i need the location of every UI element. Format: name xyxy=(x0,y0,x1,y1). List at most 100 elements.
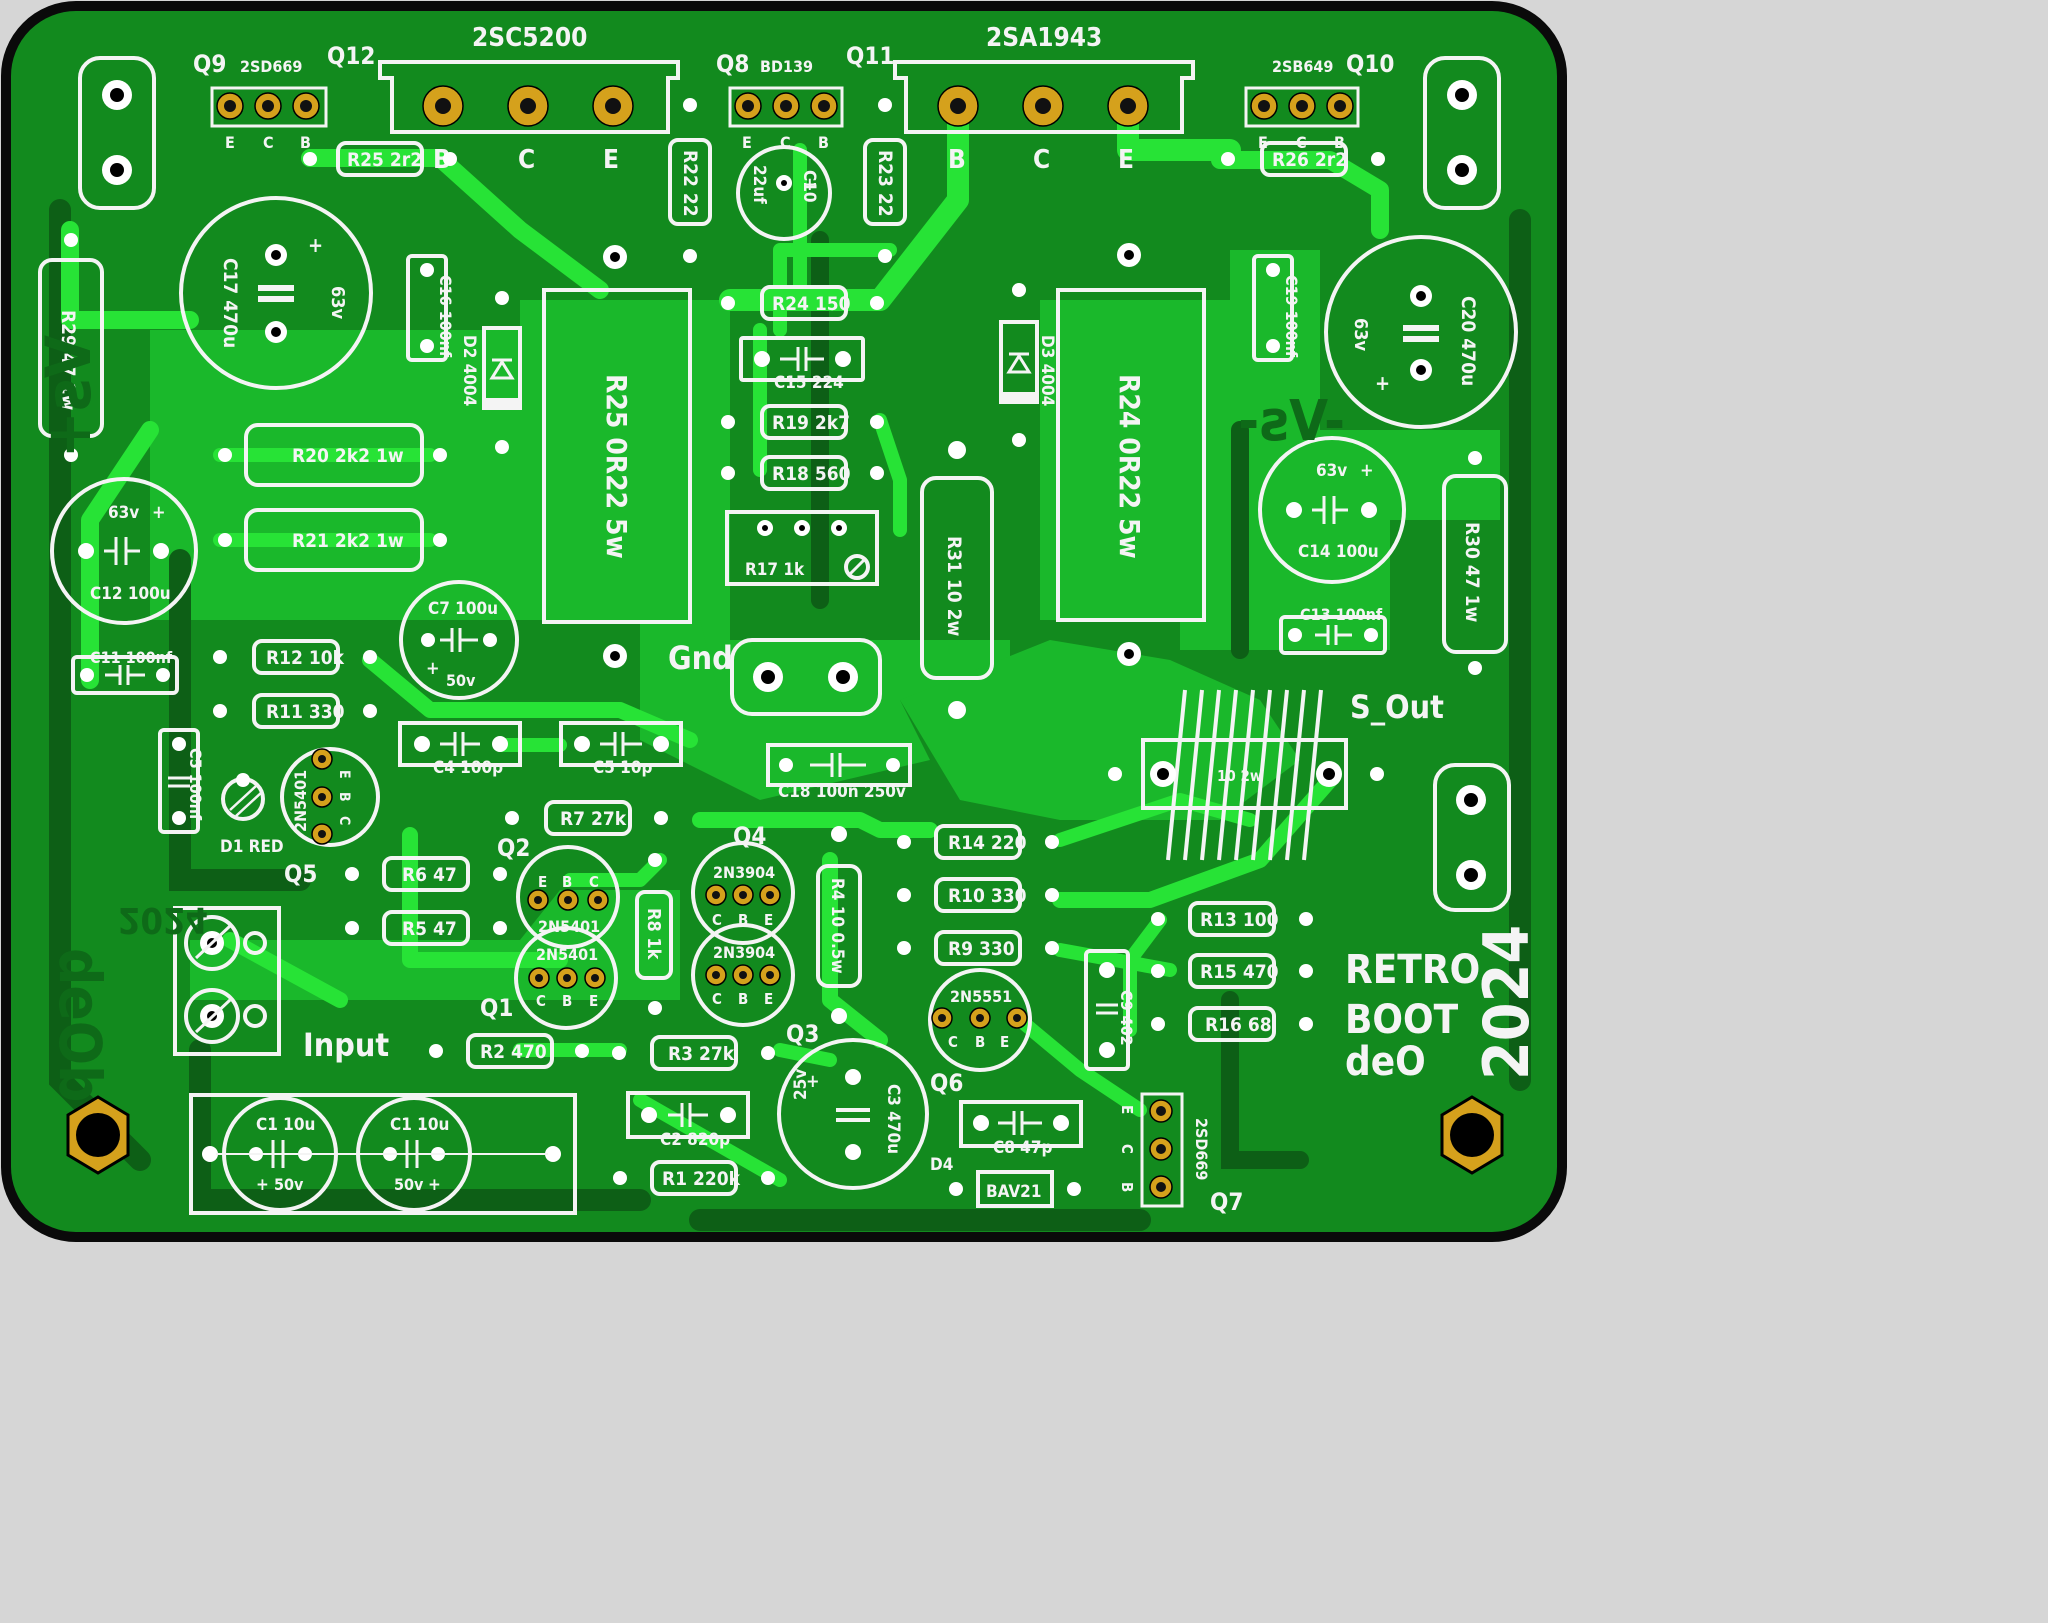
q9-pin-b: B xyxy=(300,133,311,152)
q1-pin-b: B xyxy=(562,992,572,1010)
c14-plus: + xyxy=(1360,460,1374,481)
c20-label: C20 470u xyxy=(1457,296,1479,386)
r11-label: R11 330 xyxy=(266,701,345,723)
power-terminals xyxy=(78,56,1511,912)
r3-label: R3 27k xyxy=(668,1043,735,1065)
c19-capacitor: C19 100nf xyxy=(1252,254,1301,362)
q9-ref: Q9 xyxy=(193,50,226,78)
r12-label: R12 10k xyxy=(266,647,345,669)
q6-ref: Q6 xyxy=(930,1069,963,1097)
r10-resistor: R10 330 xyxy=(897,877,1059,913)
c12-label: C12 100u xyxy=(90,584,171,604)
c8-label: C8 47p xyxy=(993,1138,1052,1158)
c1b-label: C1 10u xyxy=(390,1115,449,1135)
r7-resistor: R7 27k xyxy=(505,800,668,836)
q5-ref: Q5 xyxy=(284,860,317,888)
c11-capacitor: C11 100nf xyxy=(71,648,179,695)
c3-voltage: 25v xyxy=(791,1069,811,1100)
input-terminal: Input xyxy=(173,906,389,1064)
r2-resistor: R2 470 xyxy=(429,1033,589,1069)
q12-pin-e: E xyxy=(603,145,619,175)
q8-part: BD139 xyxy=(760,57,813,76)
q7-transistor: E C B 2SD669 Q7 xyxy=(1118,1092,1243,1216)
r6-label: R6 47 xyxy=(402,864,457,886)
c19-label: C19 100nf xyxy=(1282,275,1301,358)
d2-diode: D2 4004 xyxy=(459,291,522,454)
q3-pin-e: E xyxy=(764,990,773,1008)
q4-pin-b: B xyxy=(738,911,748,929)
r14-resistor: R14 220 xyxy=(897,824,1059,860)
q1-pin-e: E xyxy=(589,992,598,1010)
c5-capacitor: C5 100nf xyxy=(158,728,205,834)
c20-voltage: 63v xyxy=(1350,318,1371,352)
r24a-label: R24 150 xyxy=(772,293,851,315)
c17-capacitor: C17 470u 63v + xyxy=(179,196,373,390)
c2-capacitor: C2 820p xyxy=(626,1091,750,1150)
gnd-label: Gnd xyxy=(668,639,733,677)
q11-transistor: Q11 2SA1943 B C E xyxy=(846,23,1195,175)
q1-ref: Q1 xyxy=(480,994,513,1022)
c4-capacitor: C4 100p xyxy=(398,721,522,778)
mirror-name: deOb xyxy=(46,948,114,1102)
d3-label: D3 4004 xyxy=(1037,335,1057,406)
q7-pin-b: B xyxy=(1118,1182,1136,1192)
q1-part: 2N5401 xyxy=(536,945,598,964)
r29-label: R29 47 1w xyxy=(57,310,79,411)
r9-resistor: R9 330 xyxy=(897,930,1059,966)
c13-label: C13 100nf xyxy=(1300,605,1383,624)
q3-pin-c: C xyxy=(712,990,722,1008)
q7-pin-e: E xyxy=(1118,1105,1136,1114)
r17-label: R17 1k xyxy=(745,560,805,580)
r25b-label: R25 0R22 5w xyxy=(600,374,633,559)
r3-resistor: R3 27k xyxy=(612,1035,775,1071)
r20-resistor: R20 2k2 1w xyxy=(218,423,447,487)
q6-pin-c: C xyxy=(948,1033,958,1051)
branding: RETRO BOOT deO 2024 xyxy=(1345,925,1543,1085)
c16-label: C16 100nf xyxy=(436,275,455,358)
c1a-voltage: 50v xyxy=(274,1175,304,1194)
r9-label: R9 330 xyxy=(948,938,1015,960)
c4-label: C4 100p xyxy=(433,758,503,778)
c10-capacitor: 22uf C10 + xyxy=(736,145,832,241)
c16-capacitor: C16 100nf xyxy=(406,254,455,362)
q12-part: 2SC5200 xyxy=(472,23,587,53)
c14-voltage: 63v xyxy=(1316,461,1347,481)
c9-capacitor: C9 402 xyxy=(1084,949,1136,1071)
q12-pin-b: B xyxy=(433,145,451,175)
q7-pin-c: C xyxy=(1118,1144,1136,1154)
q11-pin-b: B xyxy=(948,145,966,175)
brand-deo: deO xyxy=(1345,1039,1426,1085)
q8-transistor: Q8 BD139 E C B xyxy=(716,50,844,152)
c17-voltage: 63v xyxy=(327,286,348,320)
r31-label: R31 10 2w xyxy=(943,536,965,637)
q2-pin-b: B xyxy=(562,873,572,891)
d1-label: D1 RED xyxy=(220,837,284,857)
r21-label: R21 2k2 1w xyxy=(292,530,404,552)
r31-resistor: R31 10 2w xyxy=(920,441,994,719)
q4-transistor: Q4 2N3904 C B E xyxy=(691,822,795,945)
c5-label: C5 100nf xyxy=(186,748,205,821)
q6-pin-e: E xyxy=(1000,1033,1009,1051)
c1a-label: C1 10u xyxy=(256,1115,315,1135)
c5-10p-capacitor: C5 10p xyxy=(559,721,683,778)
r16-label: R16 68 xyxy=(1205,1014,1272,1036)
r13-resistor: R13 100 xyxy=(1151,901,1313,937)
q12-ref: Q12 xyxy=(327,42,375,70)
q1-pin-c: C xyxy=(536,992,546,1010)
r30-label: R30 47 1w xyxy=(1461,522,1483,623)
c7-plus: + xyxy=(426,658,440,679)
q7-part: 2SD669 xyxy=(1192,1118,1211,1180)
r7-label: R7 27k xyxy=(560,808,627,830)
q11-ref: Q11 xyxy=(846,42,894,70)
q3-part: 2N3904 xyxy=(713,943,775,962)
r23-label: R23 22 xyxy=(874,150,896,217)
q4-pin-c: C xyxy=(712,911,722,929)
d2-label: D2 4004 xyxy=(459,335,479,406)
r18-resistor: R18 560 xyxy=(721,455,884,491)
mirror-year: 2024 xyxy=(118,899,208,940)
r26a-label: R26 2r2 xyxy=(1272,149,1347,171)
c10-value: 22uf xyxy=(749,165,769,204)
r8-label: R8 1k xyxy=(643,908,664,961)
r22-resistor: R22 22 xyxy=(668,98,712,263)
r12-resistor: R12 10k xyxy=(213,639,377,675)
